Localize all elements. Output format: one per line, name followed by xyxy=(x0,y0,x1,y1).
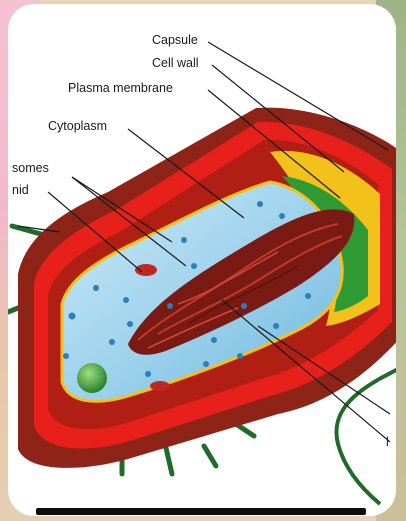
bottom-bar xyxy=(36,508,366,515)
label-cell-wall: Cell wall xyxy=(152,56,199,70)
label-nucleoid: nid xyxy=(12,183,29,197)
label-plasma-membrane: Plasma membrane xyxy=(68,81,173,95)
label-cytoplasm: Cytoplasm xyxy=(48,119,107,133)
label-capsule: Capsule xyxy=(152,33,198,47)
label-ribosomes: somes xyxy=(12,161,49,175)
storage-granule xyxy=(77,363,107,393)
plasmid xyxy=(150,381,170,391)
label-right-cut: l xyxy=(386,435,389,449)
plasmid xyxy=(135,264,157,276)
bacterial-cell-diagram: Capsule Cell wall Plasma membrane Cytopl… xyxy=(8,4,396,516)
diagram-card: Capsule Cell wall Plasma membrane Cytopl… xyxy=(8,4,396,516)
